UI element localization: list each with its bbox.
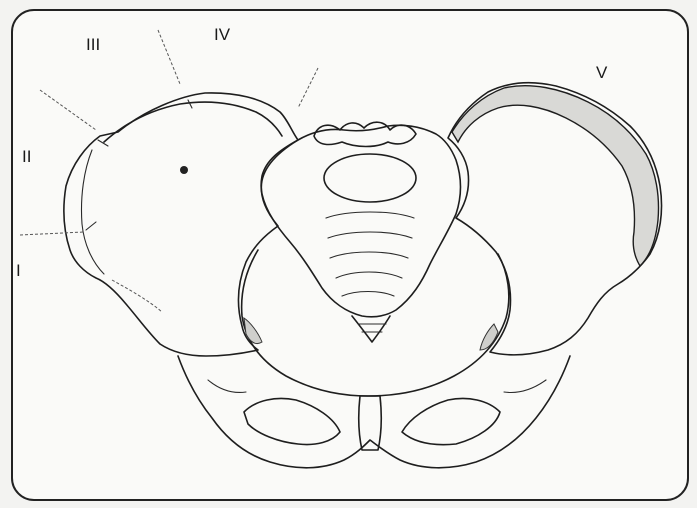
- label-IV: IV: [214, 25, 231, 44]
- label-I: I: [16, 261, 21, 280]
- label-V: V: [596, 63, 608, 82]
- figure-frame: [12, 10, 688, 500]
- label-III: III: [86, 35, 100, 54]
- left-ilium-spot: [180, 166, 188, 174]
- label-II: II: [22, 147, 31, 166]
